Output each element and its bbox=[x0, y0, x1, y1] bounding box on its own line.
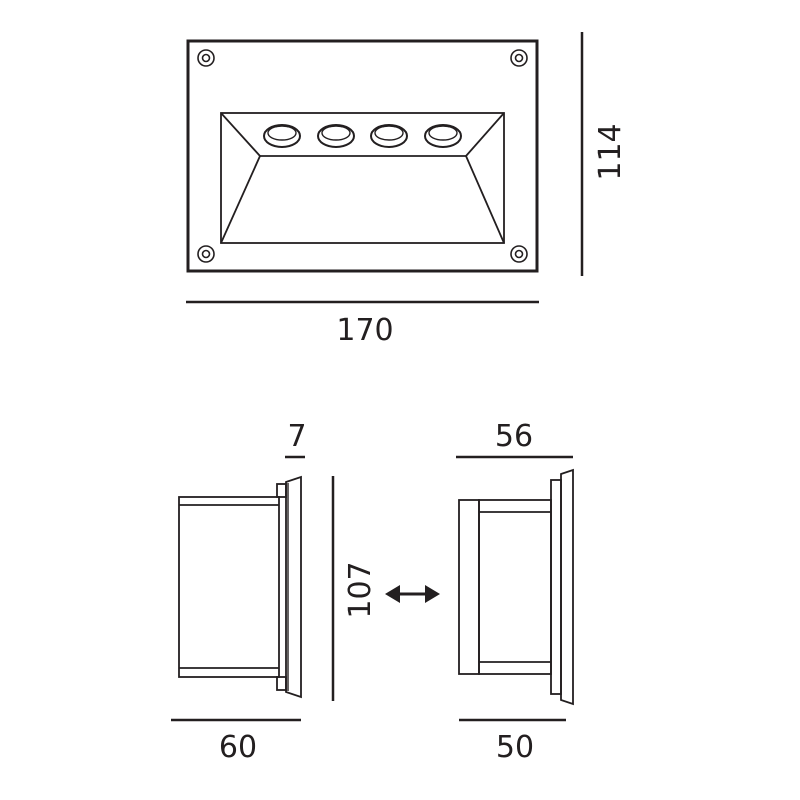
front-plate bbox=[186, 39, 539, 273]
left-depth-label: 60 bbox=[219, 730, 257, 765]
front-view: 114 170 bbox=[186, 32, 628, 348]
left-flange bbox=[285, 475, 302, 699]
left-side-view: 7 107 60 bbox=[171, 419, 378, 765]
right-flange bbox=[550, 468, 574, 706]
screw-top-left bbox=[197, 49, 215, 67]
flange-depth-label: 7 bbox=[287, 419, 306, 454]
right-bottom-depth-label: 50 bbox=[496, 730, 534, 765]
left-body bbox=[178, 483, 287, 691]
double-arrow-icon bbox=[385, 585, 440, 603]
led-4 bbox=[424, 124, 462, 148]
right-side-view: 56 50 bbox=[456, 419, 574, 765]
led-1 bbox=[263, 124, 301, 148]
led-2 bbox=[317, 124, 355, 148]
screw-bottom-right bbox=[510, 245, 528, 263]
front-width-label: 170 bbox=[336, 313, 393, 348]
screw-bottom-left bbox=[197, 245, 215, 263]
right-body bbox=[458, 499, 552, 675]
right-top-depth-label: 56 bbox=[495, 419, 533, 454]
front-height-label: 114 bbox=[593, 123, 628, 180]
light-window bbox=[220, 112, 505, 244]
led-3 bbox=[370, 124, 408, 148]
side-height-label: 107 bbox=[343, 561, 378, 618]
screw-top-right bbox=[510, 49, 528, 67]
